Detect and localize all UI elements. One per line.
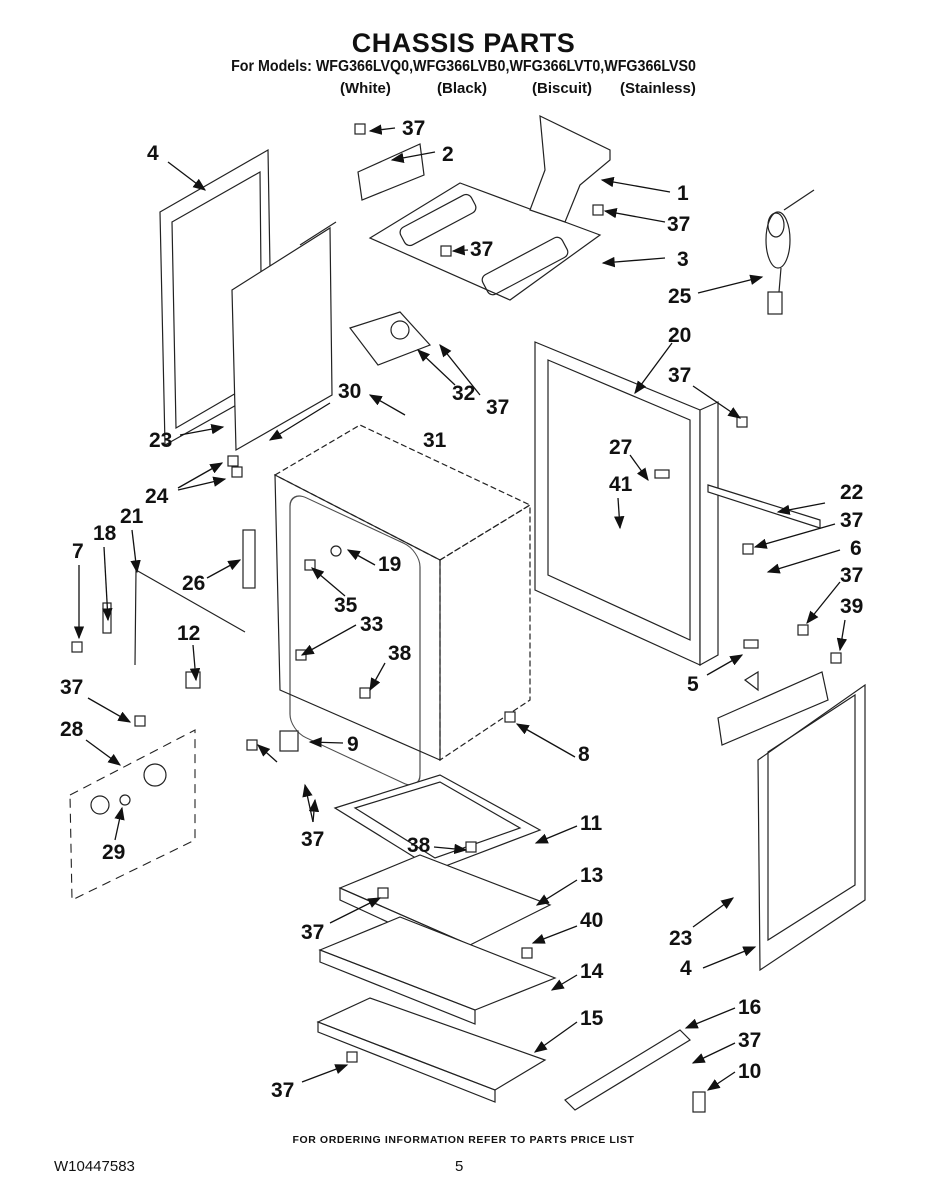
burner-shield: [318, 916, 557, 1025]
callout-5: 5: [687, 673, 699, 696]
callout-28: 28: [60, 718, 84, 741]
callout-16: 16: [738, 996, 761, 1019]
callout-40: 40: [580, 909, 603, 932]
leveling-rail: [564, 1029, 691, 1111]
callout-38: 38: [388, 642, 412, 665]
callout-26: 26: [182, 572, 205, 595]
callout-27: 27: [609, 436, 632, 459]
callout-37: 37: [667, 213, 690, 236]
oven-cavity: [273, 424, 532, 786]
callout-11: 11: [580, 812, 603, 835]
callout-21: 21: [120, 505, 144, 528]
back-panel: [534, 341, 719, 667]
callout-6: 6: [850, 537, 862, 560]
callout-37: 37: [402, 117, 425, 140]
callout-30: 30: [338, 380, 361, 403]
flue-duct: [529, 114, 611, 223]
leader-lines: [73, 124, 848, 1091]
callout-3: 3: [677, 248, 689, 271]
variant-biscuit: (Biscuit): [532, 80, 592, 97]
top-panel: [368, 182, 602, 301]
callout-31: 31: [423, 429, 447, 452]
callout-37: 37: [301, 921, 324, 944]
callout-37: 37: [668, 364, 691, 387]
variant-stainless: (Stainless): [620, 80, 696, 97]
callout-12: 12: [177, 622, 200, 645]
callout-37: 37: [60, 676, 83, 699]
callout-37: 37: [840, 564, 863, 587]
callout-10: 10: [738, 1060, 761, 1083]
document-number: W10447583: [54, 1158, 135, 1175]
callout-23: 23: [669, 927, 692, 950]
leveling-leg: [692, 1091, 706, 1113]
variant-black: (Black): [437, 80, 488, 97]
callout-29: 29: [102, 841, 125, 864]
callout-1: 1: [677, 182, 689, 205]
callout-2: 2: [442, 143, 454, 166]
ordering-note: FOR ORDERING INFORMATION REFER TO PARTS …: [292, 1134, 635, 1146]
callout-18: 18: [93, 522, 117, 545]
callout-14: 14: [580, 960, 604, 983]
callout-32: 32: [452, 382, 475, 405]
callout-33: 33: [360, 613, 383, 636]
callout-37: 37: [486, 396, 509, 419]
callout-15: 15: [580, 1007, 604, 1030]
callout-25: 25: [668, 285, 692, 308]
callout-37: 37: [840, 509, 863, 532]
callout-37: 37: [738, 1029, 761, 1052]
callout-8: 8: [578, 743, 590, 766]
callout-37: 37: [271, 1079, 294, 1102]
power-cord: [765, 189, 815, 315]
insulation-panel-left: [231, 221, 337, 452]
side-panel-right: [717, 671, 866, 972]
vent-deflector: [357, 143, 425, 201]
callout-4: 4: [147, 142, 159, 165]
callout-7: 7: [72, 540, 84, 563]
callout-38: 38: [407, 834, 431, 857]
broil-door-assembly: [69, 729, 196, 901]
models-line: For Models: WFG366LVQ0,WFG366LVB0,WFG366…: [231, 58, 696, 75]
bottom-burner-plate: [333, 774, 542, 871]
callout-35: 35: [334, 594, 358, 617]
callout-20: 20: [668, 324, 691, 347]
variant-white: (White): [340, 80, 391, 97]
drawer-bottom: [316, 997, 547, 1103]
callout-39: 39: [840, 595, 863, 618]
callout-4: 4: [680, 957, 692, 980]
callout-19: 19: [378, 553, 401, 576]
callout-23: 23: [149, 429, 172, 452]
page-number: 5: [455, 1158, 464, 1175]
callout-13: 13: [580, 864, 603, 887]
callout-22: 22: [840, 481, 863, 504]
callout-37: 37: [301, 828, 324, 851]
callout-24: 24: [145, 485, 169, 508]
callout-9: 9: [347, 733, 359, 756]
callout-37: 37: [470, 238, 493, 261]
callout-41: 41: [609, 473, 633, 496]
valve-bracket: [349, 311, 432, 366]
page-title: CHASSIS PARTS: [351, 28, 576, 58]
